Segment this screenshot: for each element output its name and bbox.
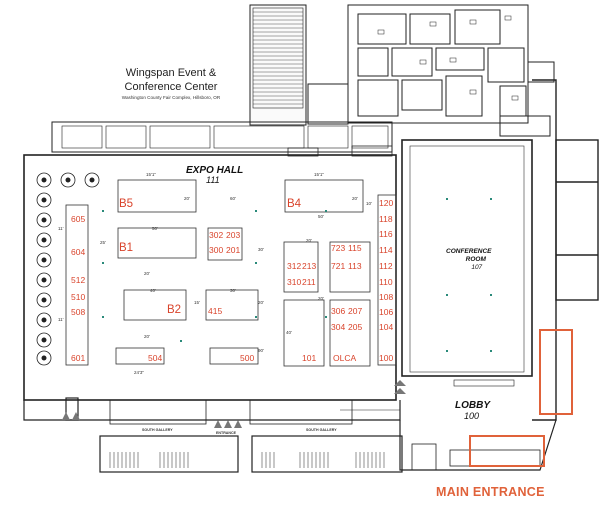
booth-108: 108	[379, 292, 394, 302]
dim-label: 30'	[258, 247, 264, 252]
booth-114: 114	[379, 245, 393, 255]
booth-302: 302	[209, 230, 224, 240]
conference-room-label: CONFERENCE ROOM 107	[446, 248, 492, 272]
dim-label: 20'	[184, 196, 190, 201]
lobby-number: 100	[464, 411, 480, 421]
booth-604: 604	[71, 247, 86, 257]
north-corridor	[51, 121, 393, 153]
conference-label-line2: ROOM	[465, 256, 486, 263]
conference-room	[401, 139, 533, 387]
booth-504: 504	[148, 353, 163, 363]
dim-label: 15'1"	[146, 172, 156, 177]
booth-304: 304	[331, 322, 346, 332]
entrance-label: ENTRANCE	[216, 431, 236, 435]
conference-room-number: 107	[471, 264, 483, 271]
dim-label: 20'	[144, 334, 150, 339]
dim-label: 11'	[58, 317, 64, 322]
booth-110: 110	[379, 277, 393, 287]
booth-106: 106	[379, 307, 394, 317]
service-block	[249, 4, 555, 137]
booth-508: 508	[71, 307, 86, 317]
booth-b1: B1	[119, 242, 134, 254]
booth-213: 213	[302, 261, 317, 271]
booth-201: 201	[226, 245, 241, 255]
dim-label: 15'	[194, 300, 200, 305]
expo-hall-number: 111	[206, 175, 220, 185]
dim-label: 10'	[366, 201, 372, 206]
dim-label: 20'	[318, 296, 324, 301]
venue-subtitle: Washington County Fair Complex, Hillsbor…	[121, 95, 221, 100]
booth-104: 104	[379, 322, 394, 332]
booth-312: 312	[287, 261, 302, 271]
booth-112: 112	[379, 261, 393, 271]
booth-116: 116	[379, 229, 393, 239]
dim-label: 20'	[306, 238, 312, 243]
booth-306: 306	[331, 306, 346, 316]
dim-label: 11'	[58, 226, 64, 231]
dim-label: 20'	[144, 271, 150, 276]
dim-label: 25'	[100, 240, 106, 245]
booth-b5: B5	[119, 198, 134, 210]
dim-label: 50'	[318, 214, 324, 219]
booth-207: 207	[348, 306, 363, 316]
booth-300: 300	[209, 245, 224, 255]
booth-120: 120	[379, 198, 394, 208]
main-entrance-callout: MAIN ENTRANCE	[436, 485, 545, 499]
booth-512: 512	[71, 275, 86, 285]
booth-olca: OLCA	[333, 353, 357, 363]
booth-b4: B4	[287, 198, 302, 210]
venue-title-line2: Conference Center	[124, 81, 218, 93]
dim-label: 20'	[352, 196, 358, 201]
booth-115: 115	[348, 243, 362, 253]
service-room-markers	[377, 15, 519, 101]
dim-label: 40'	[150, 288, 156, 293]
booth-101: 101	[302, 353, 317, 363]
dim-label: 20'	[258, 300, 264, 305]
south-gallery-label-1: SOUTH GALLERY	[142, 428, 173, 432]
dim-label: 40'	[286, 330, 292, 335]
booth-b2: B2	[167, 304, 182, 316]
booth-723: 723	[331, 243, 346, 253]
dim-label: 60'	[230, 196, 236, 201]
dim-label: 15'1"	[314, 172, 324, 177]
booth-310: 310	[287, 277, 302, 287]
booth-721: 721	[331, 261, 346, 271]
venue-title-line1: Wingspan Event &	[125, 67, 217, 79]
booth-211: 211	[302, 277, 316, 287]
booth-415: 415	[208, 306, 223, 316]
booth-500: 500	[240, 353, 255, 363]
south-gallery-label-2: SOUTH GALLERY	[306, 428, 337, 432]
main-entrance-highlight	[469, 329, 573, 467]
dim-label: 50'	[152, 226, 158, 231]
booth-510: 510	[71, 292, 86, 302]
expo-hall	[23, 145, 397, 401]
booth-601: 601	[71, 353, 86, 363]
lobby-label: LOBBY	[455, 400, 490, 411]
conference-label-line1: CONFERENCE	[446, 248, 492, 255]
dim-label: 90'	[258, 348, 264, 353]
floor-outlets	[102, 210, 327, 342]
expo-hall-label: EXPO HALL	[186, 165, 244, 176]
east-annex	[532, 79, 599, 421]
south-gallery-hatch	[109, 452, 385, 468]
booth-118: 118	[379, 214, 393, 224]
venue-header: Wingspan Event & Conference Center Washi…	[106, 66, 236, 102]
dim-label: 24'3"	[134, 370, 144, 375]
entrance-arrows	[62, 380, 406, 428]
lobby-south	[23, 397, 557, 473]
booth-113: 113	[348, 261, 362, 271]
booth-605: 605	[71, 214, 86, 224]
booth-203: 203	[226, 230, 241, 240]
booth-100: 100	[379, 353, 394, 363]
dim-label: 30'	[230, 288, 236, 293]
booth-205: 205	[348, 322, 363, 332]
